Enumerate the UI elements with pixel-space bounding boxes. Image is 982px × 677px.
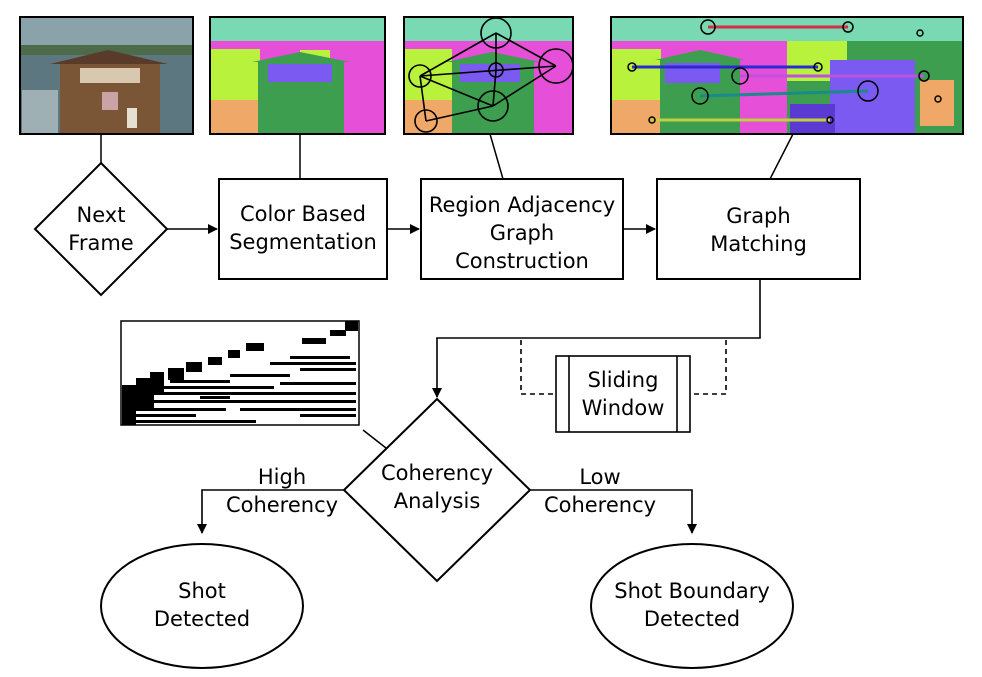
- low-line1: Low: [579, 465, 621, 489]
- next-frame-line2: Frame: [68, 231, 134, 255]
- graph-matching-line2: Matching: [710, 232, 807, 256]
- shot-detected-label: Shot Detected: [122, 577, 282, 633]
- flow-arrows: [167, 224, 761, 534]
- rag-line1: Region Adjacency: [428, 193, 616, 217]
- coherency-label: Coherency Analysis: [362, 459, 512, 515]
- graph-matching-label: Graph Matching: [657, 202, 860, 258]
- thumbnail-connectors: [100, 133, 794, 449]
- shot-detected-line1: Shot: [178, 579, 226, 603]
- next-frame-line1: Next: [76, 203, 126, 227]
- next-frame-label: Next Frame: [41, 201, 161, 257]
- sliding-window-label: Sliding Window: [569, 366, 677, 422]
- graph-matching-box: [656, 178, 861, 280]
- coherency-diamond: [342, 397, 532, 583]
- low-coherency-label: Low Coherency: [530, 463, 670, 519]
- color-seg-line2: Segmentation: [229, 230, 377, 254]
- shot-boundary-line1: Shot Boundary: [614, 579, 770, 603]
- high-line2: Coherency: [225, 493, 339, 517]
- segmentation-thumbnail: [209, 16, 386, 135]
- shot-boundary-ellipse: [590, 543, 794, 669]
- low-line2: Coherency: [543, 493, 657, 517]
- graph-matching-line1: Graph: [726, 204, 791, 228]
- rag-thumbnail: [403, 16, 574, 135]
- color-seg-line1: Color Based: [240, 202, 366, 226]
- sliding-window-line2: Window: [581, 396, 665, 420]
- next-frame-diamond: [33, 161, 169, 297]
- color-seg-label: Color Based Segmentation: [219, 200, 387, 256]
- high-line1: High: [257, 465, 307, 489]
- shot-detected-ellipse: [100, 543, 304, 669]
- rag-line3: Construction: [455, 249, 589, 273]
- shot-boundary-line2: Detected: [643, 607, 741, 631]
- rag-line2: Graph: [489, 221, 555, 245]
- coherency-matrix-thumbnail: [120, 320, 360, 426]
- color-seg-box: [218, 178, 388, 280]
- sliding-window-line1: Sliding: [587, 368, 659, 392]
- coherency-line1: Coherency: [380, 461, 494, 485]
- frame-thumbnail: [19, 16, 194, 135]
- rag-label: Region Adjacency Graph Construction: [421, 191, 623, 275]
- sliding-window-dashes: [520, 340, 727, 395]
- sliding-window-box: [555, 355, 691, 433]
- shot-detected-line2: Detected: [153, 607, 251, 631]
- rag-box: [420, 178, 624, 280]
- coherency-line2: Analysis: [393, 489, 481, 513]
- high-coherency-label: High Coherency: [212, 463, 352, 519]
- matching-thumbnail: [610, 16, 964, 135]
- shot-boundary-label: Shot Boundary Detected: [597, 577, 787, 633]
